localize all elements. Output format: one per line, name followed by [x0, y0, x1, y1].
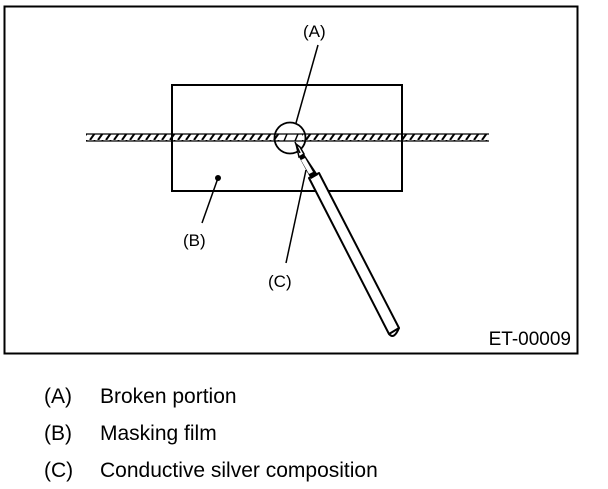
- figure-code: ET-00009: [489, 329, 571, 350]
- brush-applicator: [294, 141, 400, 337]
- legend-text: Broken portion: [100, 385, 237, 408]
- legend: (A) Broken portion (B) Masking film (C) …: [44, 378, 378, 489]
- leader-line-a: [295, 44, 319, 124]
- figure-frame: [3, 5, 579, 355]
- legend-key: (C): [44, 459, 74, 482]
- legend-item: (C) Conductive silver composition: [44, 452, 378, 489]
- repair-diagram: (A) (B) (C) ET-00009: [3, 5, 579, 355]
- legend-key: (A): [44, 385, 72, 408]
- leader-line-b: [201, 175, 221, 224]
- callout-c: (C): [268, 272, 292, 291]
- callout-a: (A): [303, 22, 326, 41]
- legend-item: (B) Masking film: [44, 415, 378, 452]
- broken-portion-marker: [273, 121, 307, 155]
- legend-key: (B): [44, 422, 72, 445]
- callout-b: (B): [183, 231, 206, 250]
- legend-text: Conductive silver composition: [100, 459, 378, 482]
- leader-line-c: [285, 169, 307, 264]
- legend-item: (A) Broken portion: [44, 378, 378, 415]
- legend-text: Masking film: [100, 422, 217, 445]
